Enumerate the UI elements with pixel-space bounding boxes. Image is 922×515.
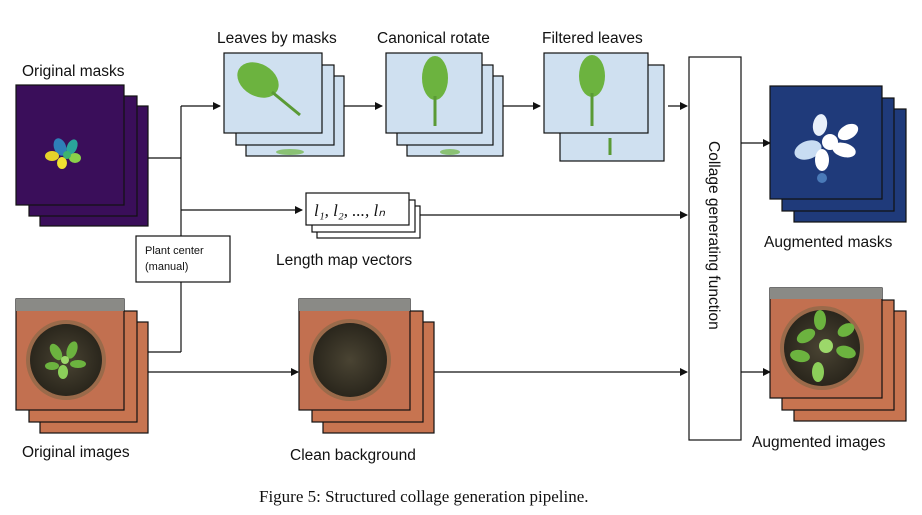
filtered-leaves-label: Filtered leaves	[542, 30, 643, 47]
filtered-leaves-stack	[543, 52, 665, 162]
canonical-rotate-stack	[385, 52, 504, 157]
leaf-icon	[579, 55, 605, 126]
plant-center-manual-label: (manual)	[145, 261, 188, 273]
length-map-vectors-label: Length map vectors	[276, 252, 412, 269]
augmented-images-stack	[769, 287, 907, 422]
original-images-label: Original images	[22, 444, 130, 461]
clean-background-stack	[298, 298, 435, 434]
collage-function-label: Collage generating function	[705, 141, 722, 330]
mask-plant-icon	[45, 138, 81, 169]
plant-icon	[790, 310, 856, 382]
leaf-icon	[237, 62, 301, 117]
leaves-by-masks-label: Leaves by masks	[217, 30, 337, 47]
plant-center-label: Plant center	[145, 245, 204, 257]
original-masks-stack	[15, 84, 149, 227]
mask-plant-icon	[794, 114, 859, 183]
plant-icon	[45, 341, 86, 379]
clean-background-label: Clean background	[290, 447, 416, 464]
canonical-rotate-label: Canonical rotate	[377, 30, 490, 47]
augmented-masks-label: Augmented masks	[764, 234, 893, 251]
collage-function-box: Collage generating function	[688, 56, 742, 441]
figure-caption: Figure 5: Structured collage generation …	[259, 487, 589, 506]
leaves-by-masks-stack	[223, 52, 345, 157]
augmented-images-label: Augmented images	[752, 434, 886, 451]
leaf-icon	[422, 56, 448, 126]
connectors	[148, 102, 771, 376]
original-images-stack	[15, 298, 149, 434]
length-map-vectors-stack: l₁, l₂, ..., lₙ	[305, 192, 421, 239]
original-masks-label: Original masks	[22, 63, 125, 80]
augmented-masks-stack	[769, 85, 907, 223]
plant-center-box: Plant center (manual)	[135, 235, 231, 283]
vector-formula: l₁, l₂, ..., lₙ	[314, 201, 385, 220]
